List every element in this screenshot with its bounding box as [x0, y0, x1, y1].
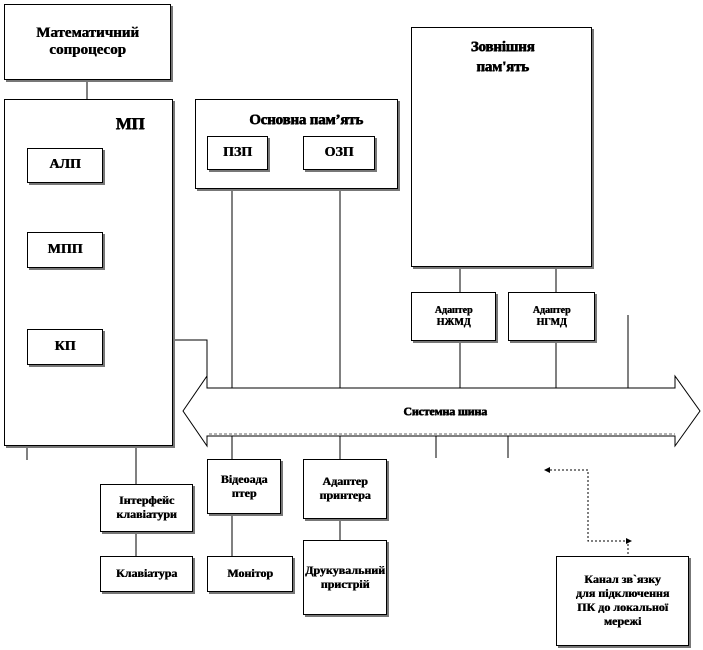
coprocessor-label: Математичний сопроцесор: [36, 24, 139, 58]
system-bus-arrow: [182, 374, 701, 448]
keyboard-box: Клавіатура: [100, 556, 193, 592]
fdd-adapter-label: Адаптер НГМД: [532, 305, 571, 328]
keyboard-interface-box: Інтерфейс клавіатури: [100, 484, 193, 532]
video-adapter-box: Відеоада птер: [207, 459, 281, 514]
fdd-adapter-box: Адаптер НГМД: [508, 292, 595, 341]
printer-adapter-box: Адаптер принтера: [303, 459, 387, 519]
external-memory-box: Зовнішня пам'ять: [411, 27, 592, 267]
monitor-label: Монітор: [227, 566, 273, 581]
network-channel-box: Канал зв`язку для підключення ПК до лока…: [556, 556, 689, 646]
network-arrowhead-right: [626, 538, 632, 544]
mp-label: МП: [115, 114, 145, 133]
coprocessor-box: Математичний сопроцесор: [4, 4, 171, 80]
mpp-label: МПП: [47, 241, 83, 257]
rom-label: ПЗП: [222, 144, 253, 160]
rom-box: ПЗП: [207, 136, 268, 170]
main-memory-label: Основна пам’ять: [249, 112, 363, 128]
hdd-adapter-box: Адаптер НЖМД: [411, 292, 496, 341]
printer-box: Друкувальний пристрій: [303, 540, 387, 615]
ram-label: ОЗП: [324, 144, 354, 160]
hdd-adapter-label: Адаптер НЖМД: [434, 305, 473, 328]
alu-label: АЛП: [49, 157, 81, 173]
monitor-box: Монітор: [207, 556, 293, 592]
network-channel-label: Канал зв`язку для підключення ПК до лока…: [575, 572, 670, 628]
keyboard-label: Клавіатура: [115, 566, 178, 581]
printer-adapter-label: Адаптер принтера: [319, 474, 371, 502]
external-memory-label: Зовнішня пам'ять: [470, 39, 535, 75]
system-bus-label: Системна шина: [403, 404, 487, 418]
network-arrowhead-left: [544, 467, 550, 473]
network-dashed-link: [546, 469, 629, 556]
mp-bus-link: [172, 339, 208, 388]
video-adapter-label: Відеоада птер: [220, 471, 268, 500]
keyboard-interface-label: Інтерфейс клавіатури: [116, 493, 177, 521]
kp-box: КП: [27, 329, 103, 365]
kp-label: КП: [54, 338, 76, 354]
printer-label: Друкувальний пристрій: [305, 562, 385, 591]
alu-box: АЛП: [27, 148, 103, 183]
ram-box: ОЗП: [303, 136, 375, 170]
mpp-box: МПП: [27, 232, 103, 268]
